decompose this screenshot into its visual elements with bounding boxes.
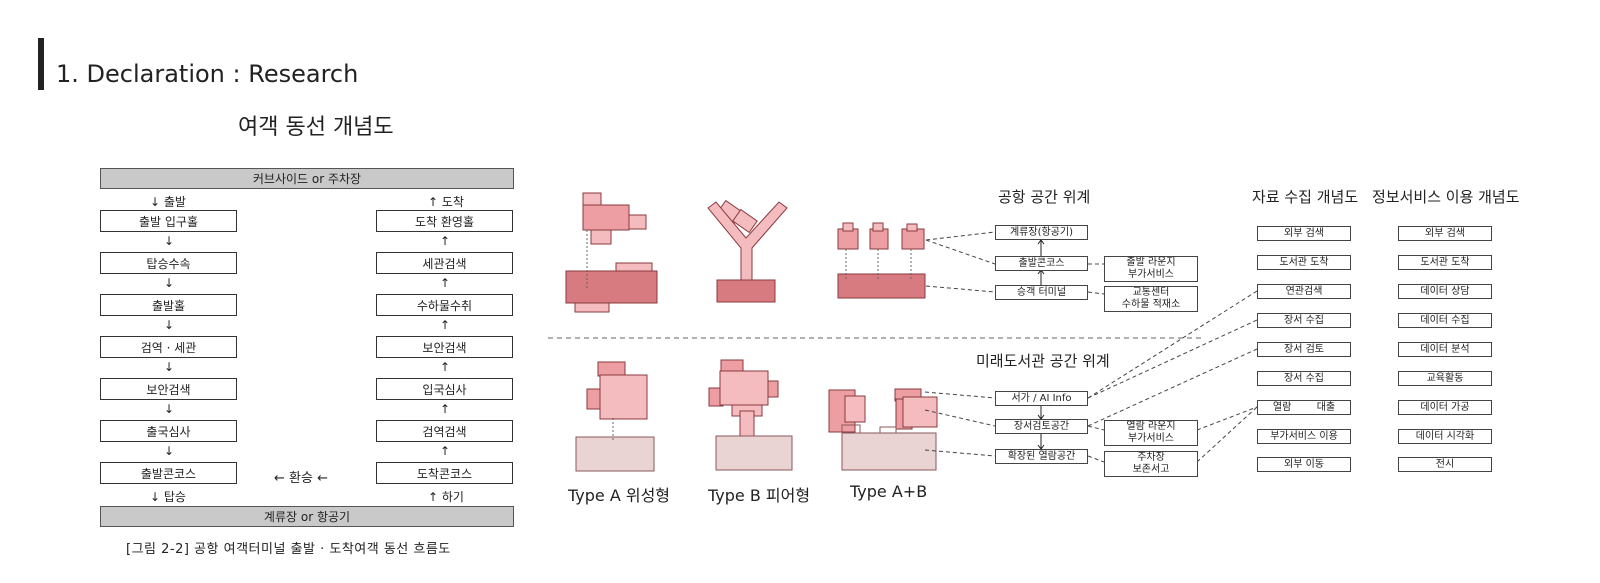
collection-heading: 자료 수집 개념도 <box>1252 188 1359 206</box>
depart-start-label: ↓ 출발 <box>150 195 186 209</box>
airport-level: 출발콘코스 <box>995 256 1088 271</box>
collection-step: 장서 수집 <box>1257 371 1351 386</box>
collection-step: 외부 이동 <box>1257 457 1351 472</box>
info-service-step: 데이터 수집 <box>1398 313 1492 328</box>
departure-step: 출발 입구홀 <box>100 210 237 232</box>
collection-step: 장서 검토 <box>1257 342 1351 357</box>
airport-type-a-mass <box>565 192 658 313</box>
down-arrow: ↓ <box>164 444 175 458</box>
departure-step: 출발홀 <box>100 294 237 316</box>
departure-step: 출발콘코스 <box>100 462 237 484</box>
title-accent-bar <box>38 38 44 90</box>
depart-end-label: ↓ 탑승 <box>150 490 186 504</box>
arrive-start-label: ↑ 하기 <box>428 490 464 504</box>
flow-top-bar: 커브사이드 or 주차장 <box>100 168 514 189</box>
up-arrow: ↑ <box>440 318 451 332</box>
airport-type-ab-mass <box>837 222 926 299</box>
departure-step: 보안검색 <box>100 378 237 400</box>
arrival-step: 보안검색 <box>376 336 513 358</box>
up-arrow: ↑ <box>440 360 451 374</box>
page-subtitle: 여객 동선 개념도 <box>238 115 394 140</box>
arrival-step: 입국심사 <box>376 378 513 400</box>
info-service-step: 데이터 분석 <box>1398 342 1492 357</box>
down-arrow: ↓ <box>164 402 175 416</box>
library-side-space: 열람 라운지 부가서비스 <box>1104 420 1198 446</box>
library-type-a-mass <box>575 361 655 472</box>
up-arrow: ↑ <box>440 276 451 290</box>
type-a-label: Type A 위성형 <box>568 486 671 505</box>
info-service-step: 전시 <box>1398 457 1492 472</box>
departure-step: 검역 · 세관 <box>100 336 237 358</box>
arrival-step: 도착콘코스 <box>376 462 513 484</box>
airport-side-space: 교통센터 수하물 적재소 <box>1104 286 1198 312</box>
library-hierarchy-heading: 미래도서관 공간 위계 <box>976 352 1110 370</box>
arrival-step: 검역검색 <box>376 420 513 442</box>
up-arrow: ↑ <box>440 444 451 458</box>
info-service-step: 데이터 시각화 <box>1398 429 1492 444</box>
library-type-b-mass <box>708 359 793 471</box>
arrival-step: 세관검색 <box>376 252 513 274</box>
library-level: 서가 / AI Info <box>995 391 1088 406</box>
info-service-step: 교육활동 <box>1398 371 1492 386</box>
collection-step: 열람 대출 <box>1257 400 1351 415</box>
down-arrow: ↓ <box>164 360 175 374</box>
library-type-ab-mass <box>828 388 938 471</box>
info-service-step: 도서관 도착 <box>1398 255 1492 270</box>
library-side-space: 주차장 보존서고 <box>1104 451 1198 477</box>
airport-side-space: 출발 라운지 부가서비스 <box>1104 256 1198 282</box>
collection-step: 장서 수집 <box>1257 313 1351 328</box>
collection-step: 도서관 도착 <box>1257 255 1351 270</box>
airport-level: 계류장(항공기) <box>995 225 1088 240</box>
down-arrow: ↓ <box>164 318 175 332</box>
departure-step: 탑승수속 <box>100 252 237 274</box>
collection-step: 부가서비스 이용 <box>1257 429 1351 444</box>
page-title: 1. Declaration : Research <box>56 60 359 88</box>
type-b-label: Type B 피어형 <box>708 486 811 505</box>
arrive-end-label: ↑ 도착 <box>428 195 464 209</box>
collection-step: 연관검색 <box>1257 284 1351 299</box>
figure-caption: [그림 2-2] 공항 여객터미널 출발 · 도착여객 동선 흐름도 <box>126 542 451 557</box>
up-arrow: ↑ <box>440 402 451 416</box>
airport-type-b-mass <box>707 199 788 303</box>
arrival-step: 수하물수취 <box>376 294 513 316</box>
collection-step: 외부 검색 <box>1257 226 1351 241</box>
info-service-step: 외부 검색 <box>1398 226 1492 241</box>
up-arrow: ↑ <box>440 234 451 248</box>
down-arrow: ↓ <box>164 276 175 290</box>
down-arrow: ↓ <box>164 234 175 248</box>
departure-step: 출국심사 <box>100 420 237 442</box>
info-service-step: 데이터 가공 <box>1398 400 1492 415</box>
info-service-heading: 정보서비스 이용 개념도 <box>1372 188 1520 206</box>
hierarchy-arrows <box>1037 239 1045 450</box>
library-level: 확장된 열람공간 <box>995 449 1088 464</box>
transfer-label: ← 환승 ← <box>274 471 328 486</box>
airport-level: 승객 터미널 <box>995 285 1088 300</box>
airport-connectors <box>924 231 1258 463</box>
flow-bottom-bar: 계류장 or 항공기 <box>100 506 514 527</box>
library-level: 장서검토공간 <box>995 419 1088 434</box>
info-service-step: 데이터 상담 <box>1398 284 1492 299</box>
arrival-step: 도착 환영홀 <box>376 210 513 232</box>
airport-hierarchy-heading: 공항 공간 위계 <box>998 188 1091 206</box>
type-ab-label: Type A+B <box>850 482 928 501</box>
